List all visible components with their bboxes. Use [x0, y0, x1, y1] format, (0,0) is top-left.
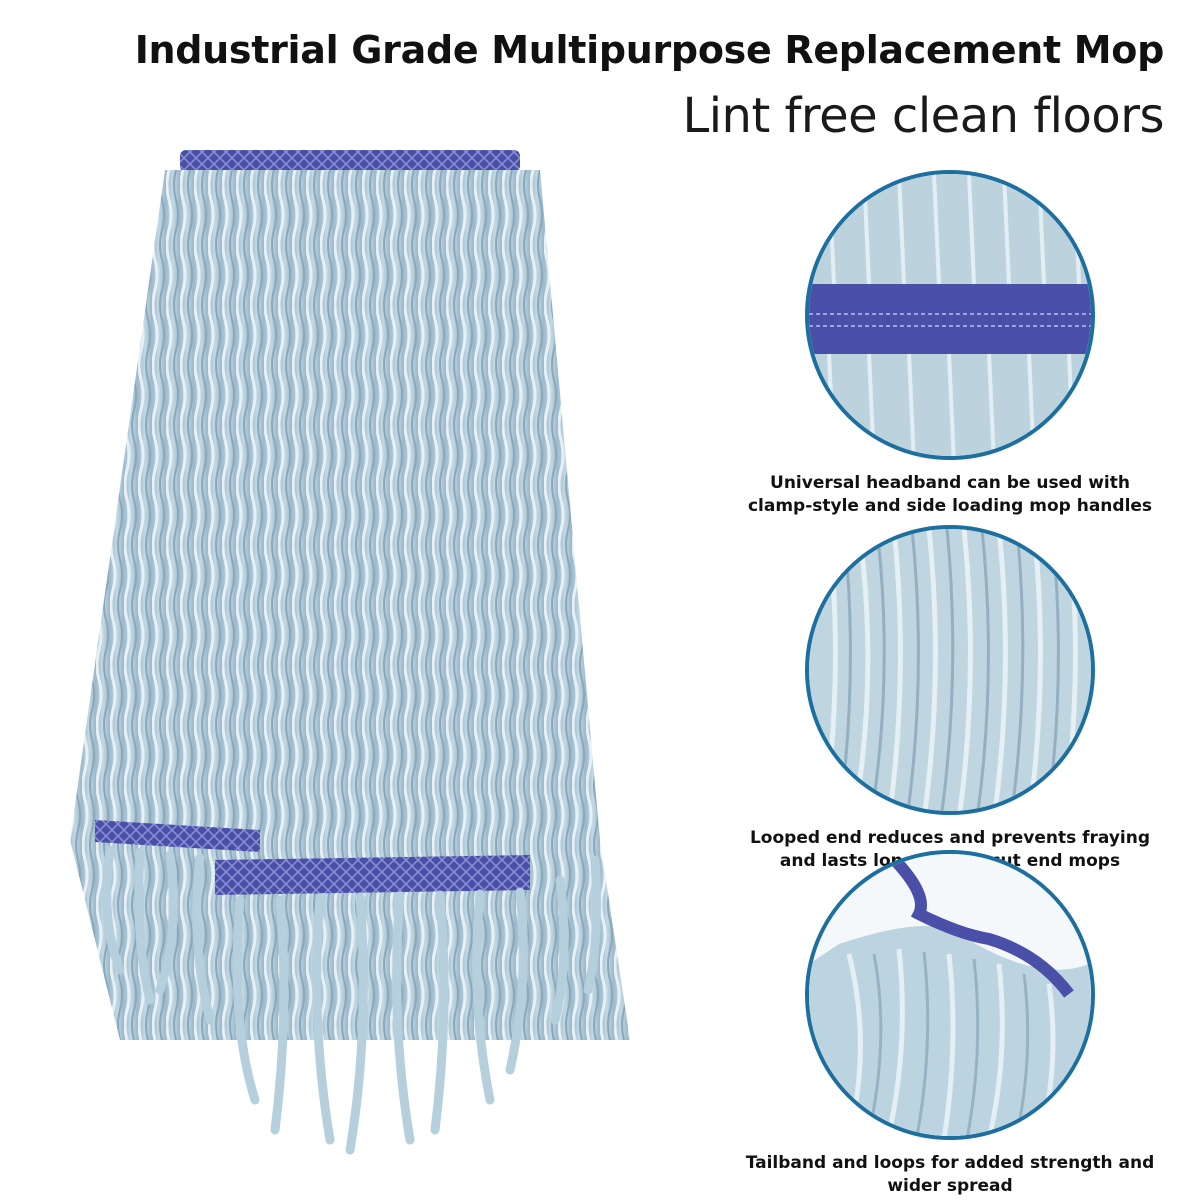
headband-closeup-image	[805, 170, 1095, 460]
page-subtitle: Lint free clean floors	[682, 88, 1164, 144]
feature-caption: Universal headband can be used with clam…	[747, 473, 1153, 516]
feature-caption: Tailband and loops for added strength an…	[745, 1153, 1155, 1196]
tailband-closeup-image	[805, 850, 1095, 1140]
feature-headband: Universal headband can be used with clam…	[740, 170, 1160, 518]
page-title: Industrial Grade Multipurpose Replacemen…	[134, 28, 1165, 72]
feature-tailband: Tailband and loops for added strength an…	[740, 850, 1160, 1198]
looped-end-closeup-image	[805, 525, 1095, 815]
feature-looped-end: Looped end reduces and prevents fraying …	[740, 525, 1160, 873]
mop-head-image	[70, 150, 630, 1155]
